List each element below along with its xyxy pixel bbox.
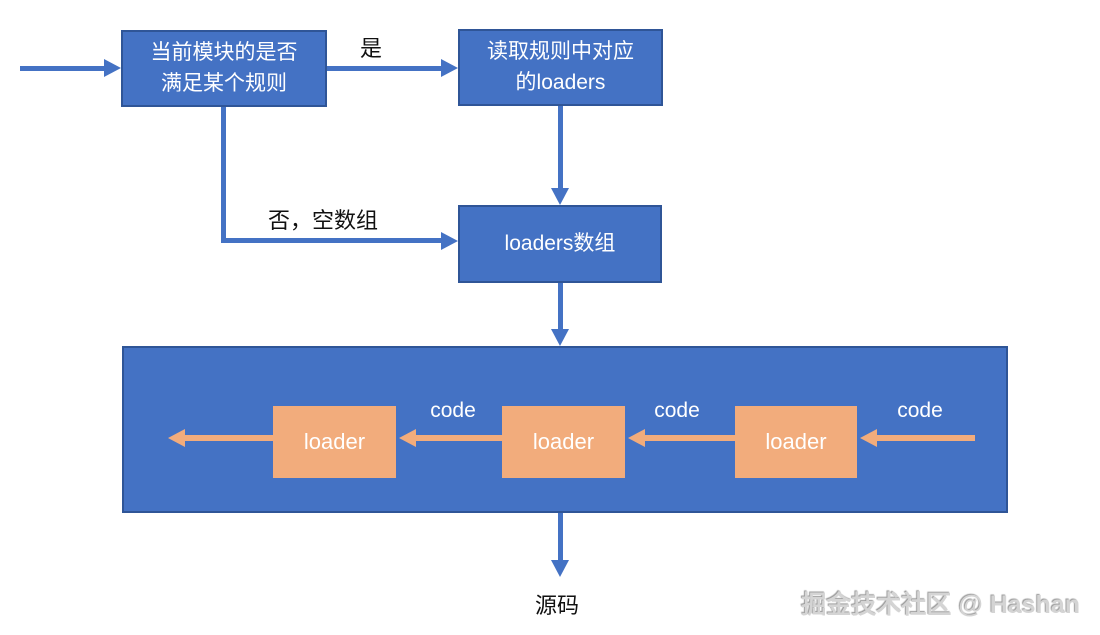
check-rule-line2: 满足某个规则	[161, 71, 287, 95]
source-code-label: 源码	[534, 593, 579, 618]
loader-node-3: loader	[735, 406, 857, 478]
no-edge-label: 否，空数组	[268, 208, 379, 233]
code-arrow-right-line	[877, 435, 975, 441]
pipeline-exit-arrow-line	[185, 435, 273, 441]
no-edge-vertical-line	[221, 107, 226, 243]
watermark: 掘金技术社区 @ Hashan	[801, 591, 1080, 619]
yes-edge-label: 是	[360, 36, 383, 61]
read-loaders-node: 读取规则中对应 的loaders	[458, 29, 663, 106]
no-edge-horizontal-line	[221, 238, 441, 243]
pipeline-output-line	[558, 513, 563, 560]
code-arrow-right-arrowhead-icon	[860, 429, 877, 447]
read-loaders-down-line	[558, 106, 563, 188]
code-label-mid: code	[654, 399, 700, 422]
code-label-right: code	[897, 399, 943, 422]
yes-edge-line	[327, 66, 441, 71]
incoming-arrowhead-icon	[104, 59, 121, 77]
loader-node-1-label: loader	[303, 429, 366, 454]
loaders-array-node: loaders数组	[458, 205, 662, 283]
loader-node-3-label: loader	[765, 429, 827, 454]
loader-node-2: loader	[502, 406, 625, 478]
loader-node-1: loader	[273, 406, 396, 478]
code-arrow-mid-arrowhead-icon	[628, 429, 645, 447]
check-rule-node: 当前模块的是否 满足某个规则	[121, 30, 327, 107]
check-rule-line1: 当前模块的是否	[150, 41, 298, 65]
pipeline-output-arrowhead-icon	[551, 560, 569, 577]
loader-node-2-label: loader	[532, 429, 595, 454]
code-arrow-left-arrowhead-icon	[399, 429, 416, 447]
code-label-left: code	[430, 399, 476, 422]
incoming-arrow-line	[20, 66, 105, 71]
code-arrow-left-line	[416, 435, 502, 441]
loaders-array-down-line	[558, 283, 563, 329]
loaders-array-label: loaders数组	[504, 231, 616, 255]
yes-edge-arrowhead-icon	[441, 59, 458, 77]
pipeline-exit-arrowhead-icon	[168, 429, 185, 447]
read-loaders-line1: 读取规则中对应	[487, 40, 634, 64]
code-arrow-mid-line	[645, 435, 735, 441]
read-loaders-line2: 的loaders	[515, 70, 606, 94]
no-edge-arrowhead-icon	[441, 232, 458, 250]
loaders-array-down-arrowhead-icon	[551, 329, 569, 346]
read-loaders-down-arrowhead-icon	[551, 188, 569, 205]
